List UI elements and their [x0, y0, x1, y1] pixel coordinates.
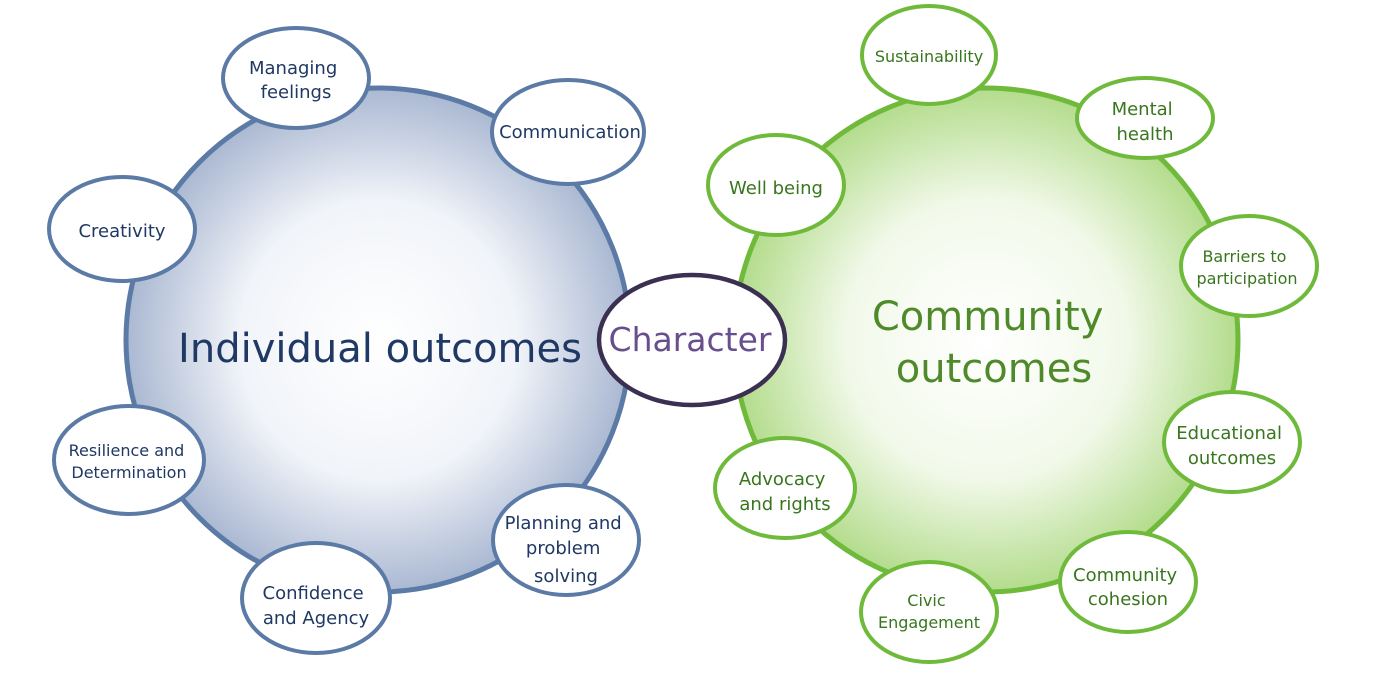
svg-text:Mental health: Mental health	[1112, 99, 1179, 145]
node-well-being: Well being	[706, 133, 846, 237]
svg-text:Resilience and Determina: Resilience and Determination	[69, 441, 190, 482]
node-educational-outcomes: Educational outcomes	[1162, 390, 1302, 494]
svg-text:Planning and problem: Planning and problem solving	[505, 513, 628, 587]
node-barriers-participation: Barriers to participation	[1179, 214, 1319, 318]
svg-text:Sustainability: Sustainability	[875, 47, 983, 66]
svg-text:Creativity: Creativity	[78, 221, 165, 242]
svg-text:Civic Engagement: Civic Engagement	[878, 591, 980, 632]
node-advocacy-rights: Advocacy and rights	[713, 436, 857, 540]
svg-text:Communication: Communication	[499, 122, 641, 143]
svg-text:Advocacy and rights: Advocacy and rights	[739, 469, 831, 515]
svg-text:Managing feelings: Managing feelings	[249, 58, 343, 103]
node-sustainability: Sustainability	[860, 4, 998, 106]
node-mental-health: Mental health	[1075, 76, 1215, 160]
svg-text:Barriers to participatio: Barriers to participation	[1196, 247, 1297, 288]
node-creativity: Creativity	[47, 175, 197, 283]
community-outcomes-title: Community outcomes	[872, 294, 1116, 392]
node-confidence-agency: Confidence and Agency	[240, 541, 392, 655]
svg-text:Community cohesion: Community cohesion	[1073, 565, 1183, 610]
community-title-line-2: outcomes	[896, 346, 1092, 392]
node-community-cohesion: Community cohesion	[1058, 530, 1198, 634]
svg-text:Well being: Well being	[729, 178, 823, 199]
node-managing-feelings: Managing feelings	[221, 26, 371, 130]
node-character: Character	[596, 272, 788, 408]
node-resilience-determination: Resilience and Determination	[52, 404, 206, 516]
node-civic-engagement: Civic Engagement	[859, 560, 999, 664]
character-label: Character	[609, 320, 772, 359]
svg-text:Educational outcomes: Educational outcomes	[1176, 423, 1287, 469]
svg-text:Confidence and Agency: Confidence and Agency	[263, 583, 370, 629]
individual-outcomes-title: Individual outcomes	[178, 326, 582, 372]
node-planning-problem-solving: Planning and problem solving	[491, 483, 641, 597]
community-title-line-1: Community	[872, 294, 1104, 340]
node-communication: Communication	[490, 78, 646, 186]
